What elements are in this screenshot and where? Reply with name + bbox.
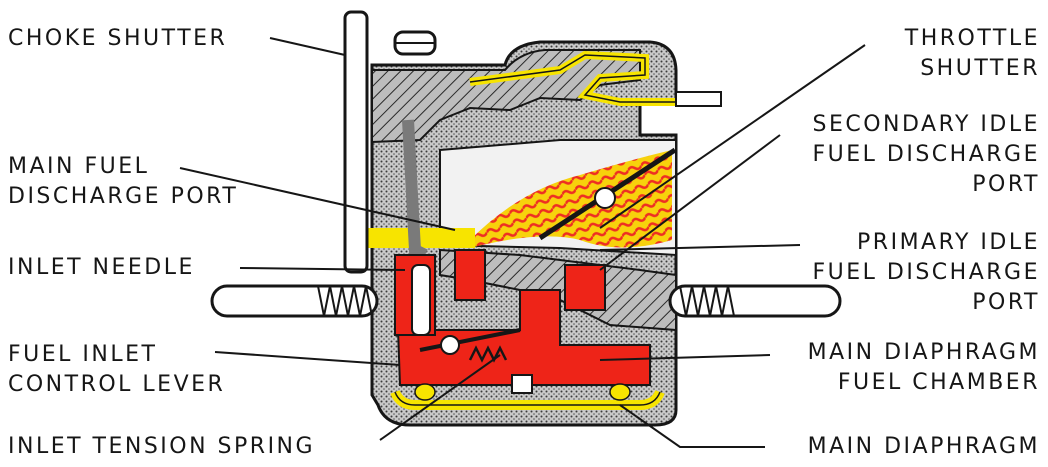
cover-section (371, 49, 641, 144)
label-fuel-inlet-control-lever: FUEL INLET CONTROL LEVER (8, 342, 226, 397)
label-secondary-idle-fuel-discharge-port: SECONDARY IDLE FUEL DISCHARGE PORT (812, 112, 1040, 197)
label-main-diaphragm: MAIN DIAPHRAGM (807, 434, 1040, 459)
left-adjusting-screw (210, 284, 379, 318)
fuel-fitting (675, 91, 722, 107)
label-main-fuel-discharge-port: MAIN FUEL DISCHARGE PORT (8, 154, 239, 209)
label-primary-idle-fuel-discharge-port: PRIMARY IDLE FUEL DISCHARGE PORT (812, 230, 1040, 315)
label-main-diaphragm-fuel-chamber: MAIN DIAPHRAGM FUEL CHAMBER (807, 340, 1040, 395)
leader-lines (179, 37, 866, 448)
inlet-needle (411, 264, 431, 336)
label-inlet-tension-spring: INLET TENSION SPRING (8, 434, 316, 459)
label-choke-shutter: CHOKE SHUTTER (8, 26, 228, 51)
label-throttle-shutter: THROTTLE SHUTTER (904, 26, 1040, 81)
choke-shutter (343, 10, 369, 274)
label-inlet-needle: INLET NEEDLE (8, 255, 195, 280)
main-diaphragm-fuel-chamber (396, 289, 651, 386)
main-fuel-passage (402, 119, 428, 261)
fuel-spray (470, 150, 672, 248)
fuel-inlet-control-lever (419, 328, 521, 352)
right-adjusting-screw (668, 284, 842, 318)
inlet-tension-spring (468, 345, 508, 363)
